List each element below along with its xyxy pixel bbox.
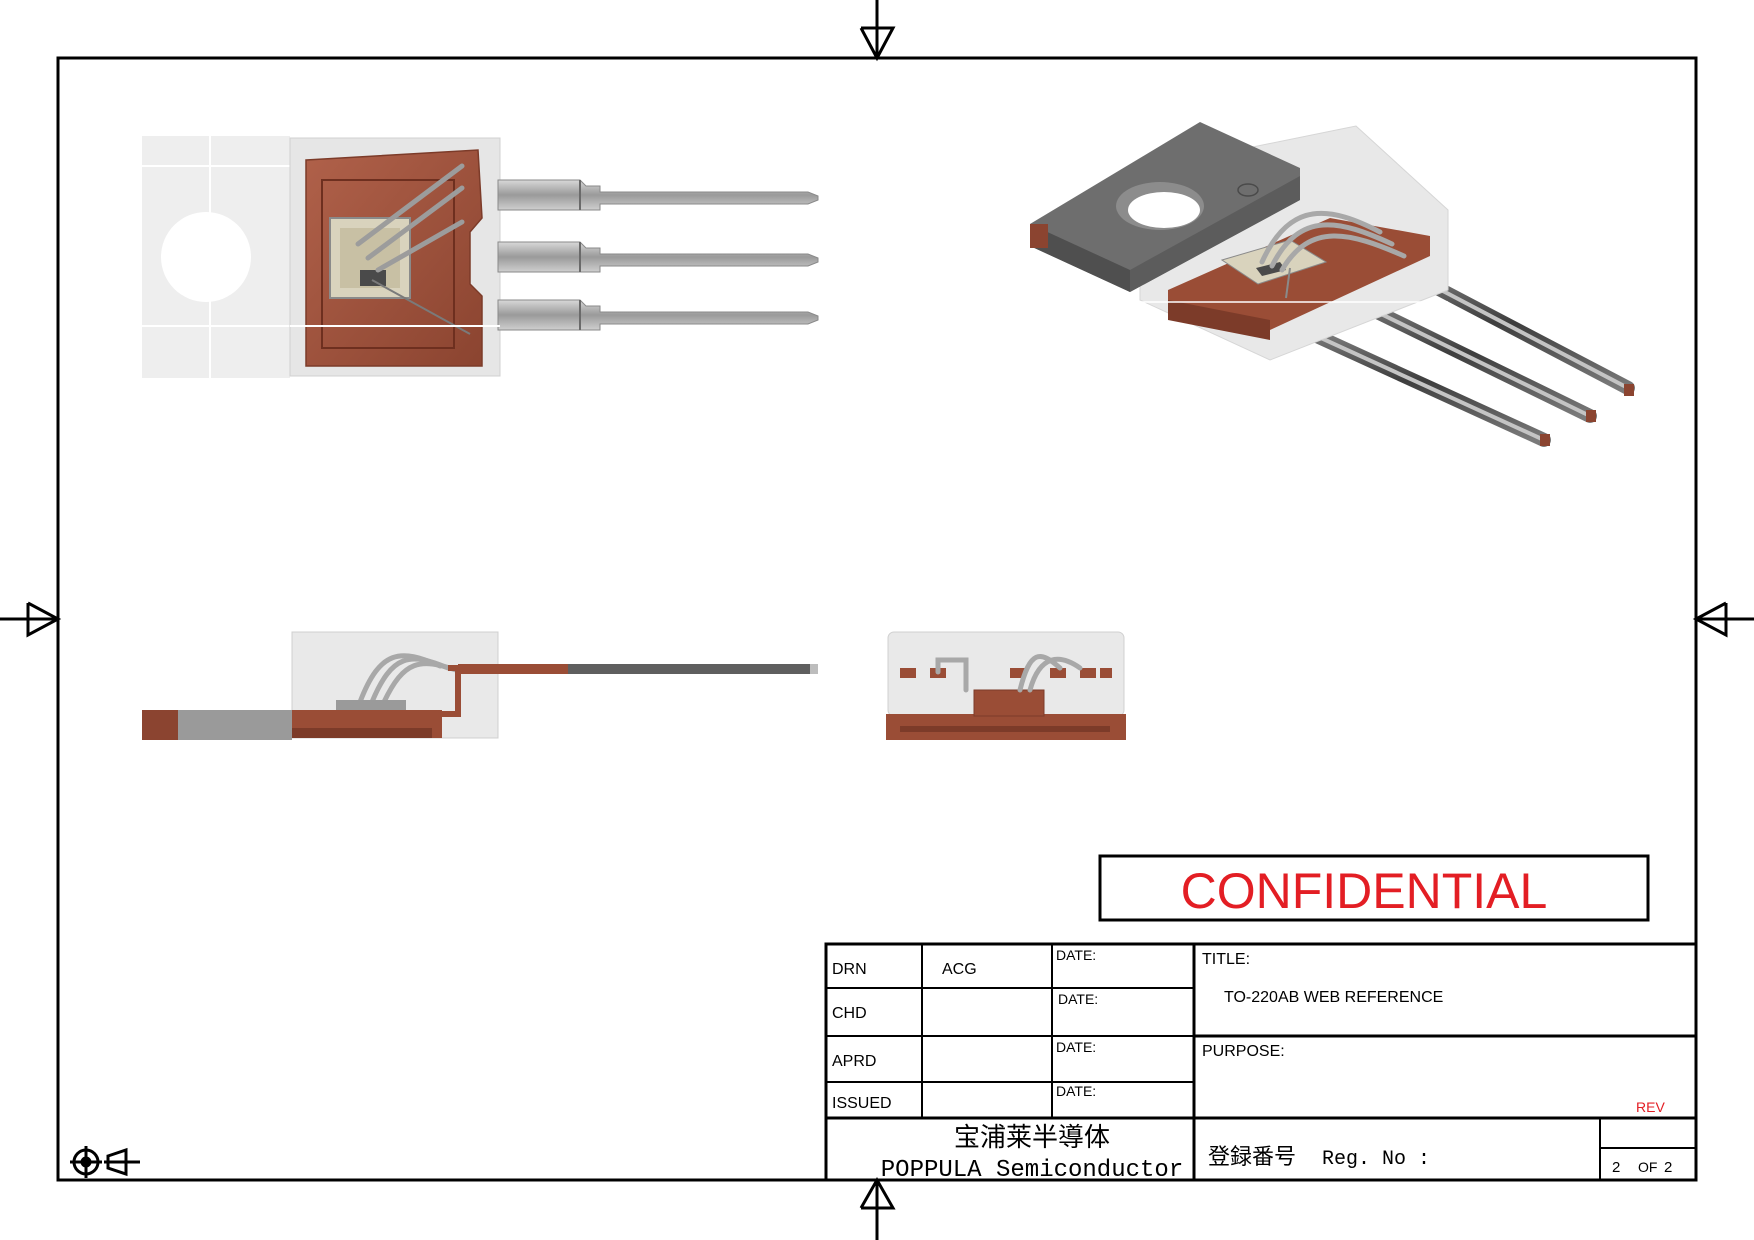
sheet-number: 2 (1612, 1159, 1620, 1176)
title-value: TO-220AB WEB REFERENCE (1224, 989, 1443, 1006)
issued-label: ISSUED (832, 1095, 892, 1112)
drn-date-label: DATE: (1056, 947, 1096, 963)
purpose-label: PURPOSE: (1202, 1043, 1285, 1060)
centering-marker-top (859, 0, 896, 62)
drn-name: ACG (942, 961, 977, 978)
aprd-date-label: DATE: (1056, 1039, 1096, 1055)
centering-marker-right (1692, 601, 1754, 638)
title-block (824, 942, 1698, 1182)
reg-label-cn: 登録番号 (1208, 1144, 1296, 1169)
issued-date-label: DATE: (1056, 1083, 1096, 1099)
centering-marker-bottom (859, 1176, 896, 1240)
rev-label: REV (1636, 1099, 1665, 1115)
reg-label-en: Reg. No : (1322, 1148, 1430, 1171)
sheet-of: OF (1638, 1159, 1657, 1175)
sheet-total: 2 (1664, 1159, 1672, 1176)
aprd-label: APRD (832, 1053, 876, 1070)
front-view-package (142, 136, 819, 378)
company-name-en: POPPULA Semiconductor (881, 1157, 1183, 1184)
mounting-hole (161, 212, 251, 302)
chd-date-label: DATE: (1058, 991, 1098, 1007)
isometric-view-package (1030, 122, 1635, 447)
chd-label: CHD (832, 1005, 867, 1022)
end-view-package (886, 631, 1126, 740)
company-name-cn: 宝浦莱半導体 (954, 1123, 1110, 1152)
third-angle-projection-icon (70, 1146, 140, 1178)
title-label: TITLE: (1202, 951, 1250, 968)
confidential-stamp-text: CONFIDENTIAL (1181, 863, 1548, 919)
side-view-package (142, 631, 818, 740)
confidential-stamp-box (1098, 854, 1650, 922)
centering-marker-left (0, 601, 62, 638)
drn-label: DRN (832, 961, 867, 978)
